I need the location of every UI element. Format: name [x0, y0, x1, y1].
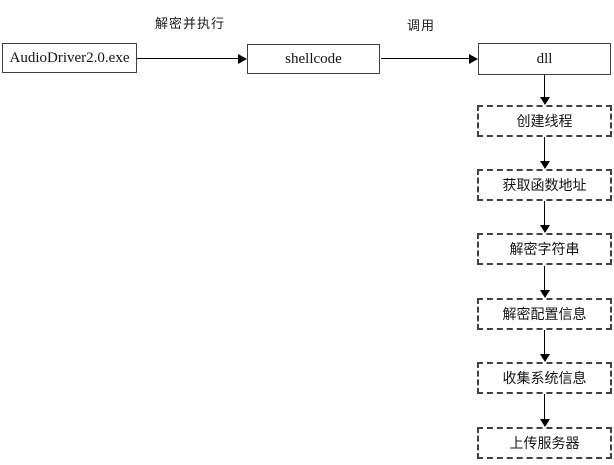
arrow-exe-to-shellcode [137, 54, 247, 64]
edge-label-decrypt-and-execute: 解密并执行 [155, 16, 226, 31]
node-dll: dll [478, 43, 611, 75]
node-decrypt-strings: 解密字符串 [477, 233, 612, 265]
arrow-decrypt-strings-to-decrypt-config [539, 266, 550, 298]
node-decrypt-config-info: 解密配置信息 [477, 298, 612, 330]
node-shellcode: shellcode [247, 44, 380, 74]
edge-label-call: 调用 [407, 18, 436, 33]
arrow-get-function-address-to-decrypt-strings [539, 201, 550, 233]
arrow-dll-to-create-thread [539, 75, 550, 105]
node-audiodriver-exe: AudioDriver2.0.exe [2, 43, 137, 73]
node-collect-system-info: 收集系统信息 [477, 362, 612, 394]
node-upload-to-server: 上传服务器 [477, 427, 612, 459]
arrow-collect-system-info-to-upload-server [539, 394, 550, 427]
arrow-decrypt-config-to-collect-system-info [539, 330, 550, 362]
node-create-thread: 创建线程 [477, 105, 612, 137]
arrow-shellcode-to-dll [381, 54, 478, 64]
arrow-create-thread-to-get-function-address [539, 137, 550, 169]
node-get-function-address: 获取函数地址 [477, 169, 612, 201]
